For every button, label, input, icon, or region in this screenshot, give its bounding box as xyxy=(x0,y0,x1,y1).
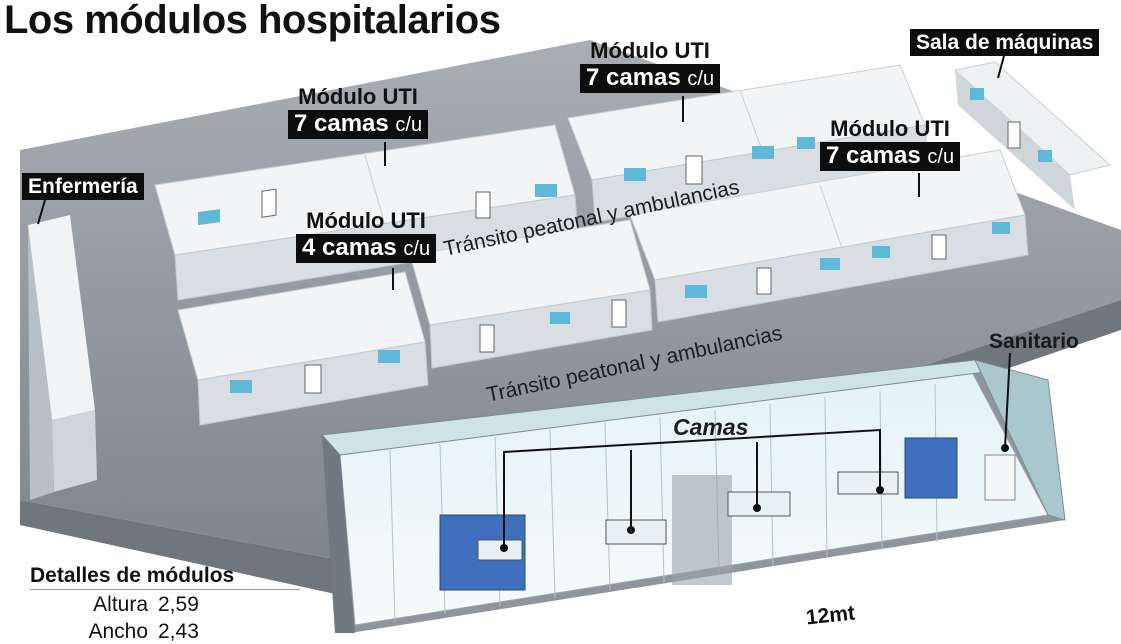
label-sala-maquinas: Sala de máquinas xyxy=(910,29,1100,56)
label-camas: Camas xyxy=(673,414,749,440)
label-enfermeria: Enfermería xyxy=(22,173,144,200)
label-modulo-uti-mid: Módulo UTI 4 camas c/u xyxy=(296,210,437,263)
module-row-middle-right xyxy=(629,149,1029,323)
bed-3 xyxy=(727,491,791,517)
bed-2 xyxy=(605,519,667,545)
label-modulo-uti-left: Módulo UTI 7 camas c/u xyxy=(288,86,429,139)
module-cutaway xyxy=(320,359,1066,633)
details-row: Ancho 2,43 xyxy=(30,620,300,644)
details-label: Altura xyxy=(93,593,148,616)
bed-1 xyxy=(477,539,523,561)
module-row-lower-left xyxy=(177,271,429,426)
details-heading: Detalles de módulos xyxy=(30,564,300,590)
label-length: 12mt xyxy=(804,601,857,630)
bed-4 xyxy=(837,471,899,495)
label-modulo-uti-top: Módulo UTI 7 camas c/u xyxy=(580,40,721,93)
label-sanitario: Sanitario xyxy=(989,330,1079,353)
module-details: Detalles de módulos Altura 2,59 Ancho 2,43 xyxy=(30,564,300,644)
details-label: Ancho xyxy=(88,620,148,643)
label-modulo-uti-right: Módulo UTI 7 camas c/u xyxy=(820,118,961,171)
details-value: 2,59 xyxy=(158,593,199,616)
details-value: 2,43 xyxy=(158,620,199,643)
details-row: Altura 2,59 xyxy=(30,593,300,617)
page-title: Los módulos hospitalarios xyxy=(4,0,501,42)
module-row-middle xyxy=(409,219,653,369)
enfermeria-block xyxy=(28,215,97,500)
sala-maquinas-block xyxy=(953,61,1112,210)
